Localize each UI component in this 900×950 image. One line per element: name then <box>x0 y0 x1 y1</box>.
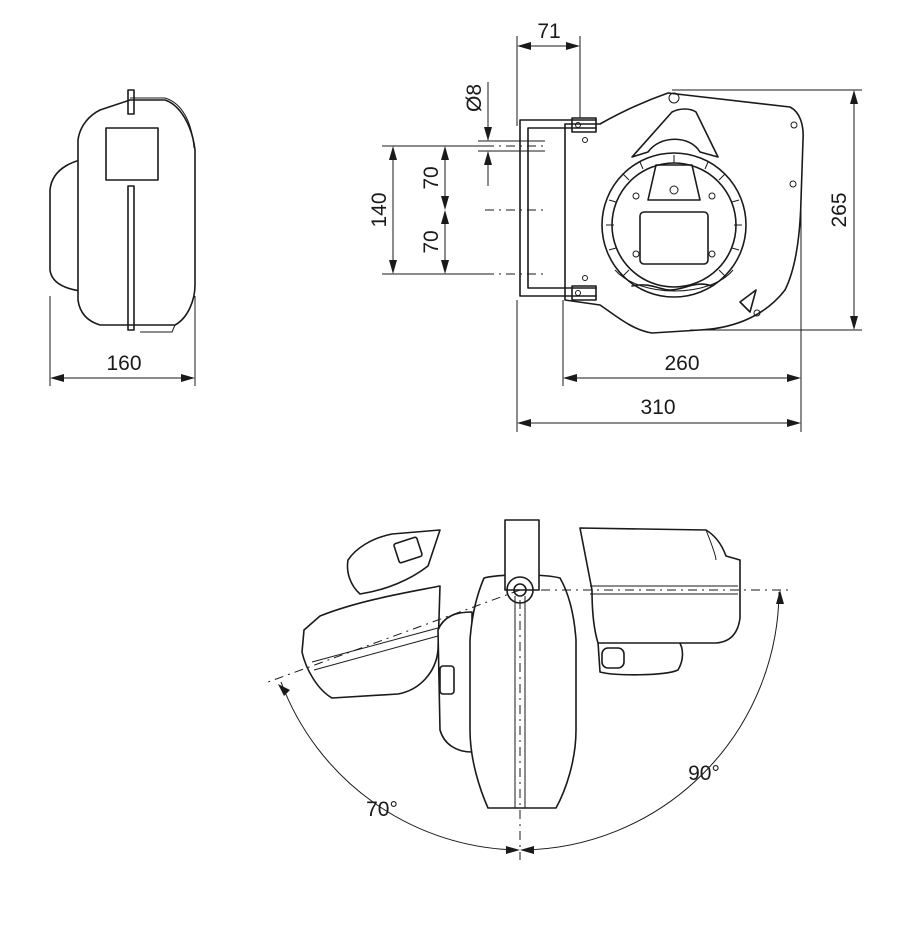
dim-label-265: 265 <box>828 192 851 227</box>
dimension-71: 71 <box>516 20 581 126</box>
rotated-body-left <box>301 529 441 699</box>
dim-label-70-lower: 70 <box>420 230 443 253</box>
angle-label-70: 70° <box>366 798 398 821</box>
dimension-260: 260 <box>562 200 802 432</box>
rotated-body-right <box>579 527 741 676</box>
dim-label-71: 71 <box>537 20 560 43</box>
dimension-hole: Ø8 <box>463 82 545 186</box>
dim-label-160: 160 <box>106 352 141 375</box>
rotated-body-center <box>437 519 577 809</box>
rotation-view: 70° 90° <box>267 519 792 860</box>
arc-70 <box>280 681 519 851</box>
angle-label-90: 90° <box>688 762 720 785</box>
front-view <box>485 92 804 334</box>
dimension-160: 160 <box>49 296 196 386</box>
dimension-265: 265 <box>672 89 862 331</box>
dim-label-140: 140 <box>368 192 391 227</box>
side-view <box>49 89 196 333</box>
axis-left <box>267 589 521 683</box>
dimension-70-lower: 70 <box>420 210 449 274</box>
dimension-140: 140 <box>368 145 485 275</box>
dim-label-310: 310 <box>640 396 675 419</box>
arc-90 <box>521 591 780 851</box>
dimension-70-upper: 70 <box>420 146 449 210</box>
dimension-310: 310 <box>516 300 801 432</box>
dim-label-70-upper: 70 <box>420 166 443 189</box>
dim-label-260: 260 <box>664 352 699 375</box>
dim-label-hole: Ø8 <box>463 84 486 112</box>
